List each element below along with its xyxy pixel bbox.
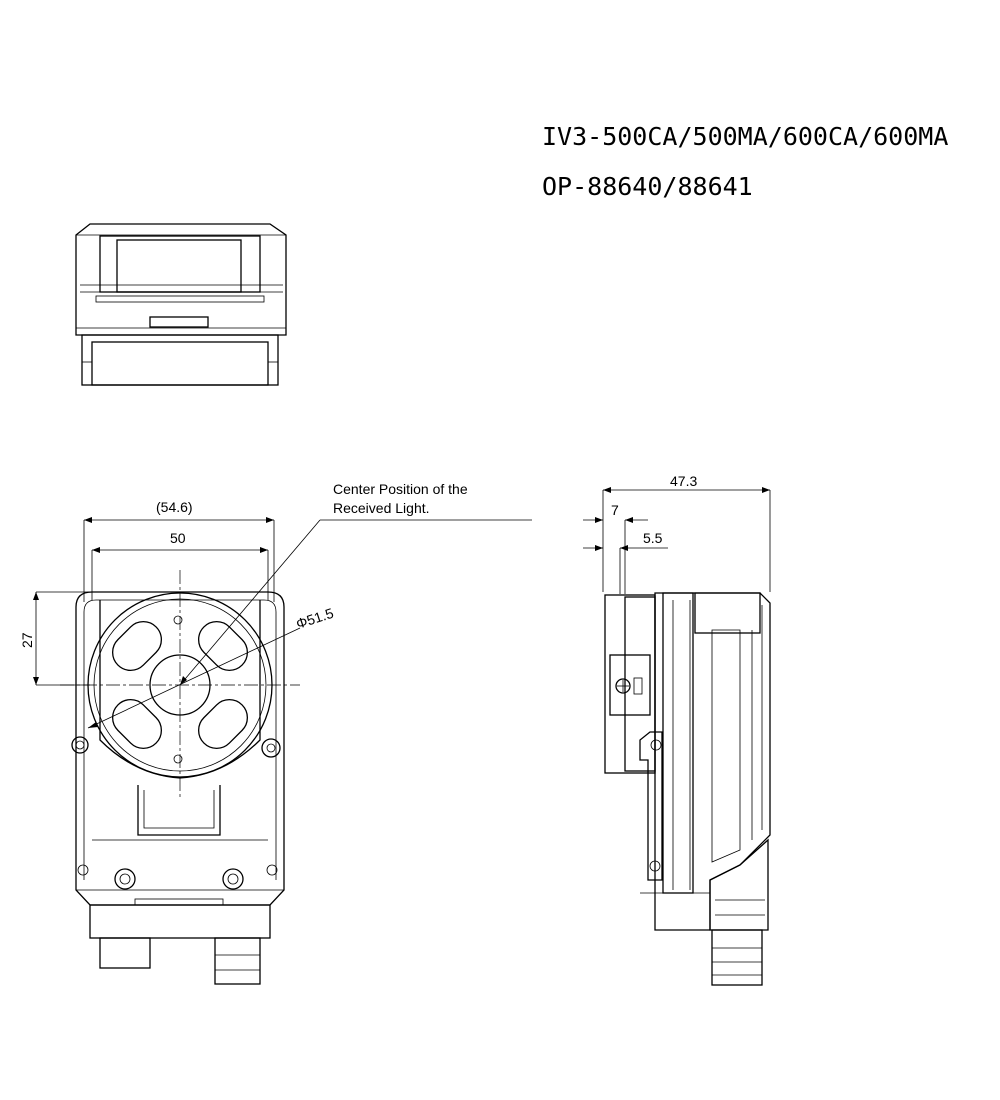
option-title: OP-88640/88641 — [542, 172, 753, 201]
side-view — [604, 592, 771, 986]
model-title: IV3-500CA/500MA/600CA/600MA — [542, 122, 949, 151]
dim-overall-width: (54.6) — [156, 499, 193, 515]
front-dimensions: (54.6) 50 27 Φ51.5 — [19, 499, 532, 729]
center-position-label-2: Received Light. — [333, 500, 430, 516]
dim-side-offset-5-5: 5.5 — [643, 530, 663, 546]
side-dimensions: 47.3 7 5.5 — [583, 473, 771, 594]
front-view — [60, 570, 300, 985]
dim-side-depth: 47.3 — [670, 473, 697, 489]
dim-height-offset: 27 — [19, 632, 35, 648]
dim-side-offset-7: 7 — [611, 502, 619, 518]
screw-head-icon — [71, 736, 281, 890]
dim-lens-diameter: Φ51.5 — [294, 605, 336, 632]
dim-width: 50 — [170, 530, 186, 546]
center-position-label-1: Center Position of the — [333, 481, 468, 497]
top-view — [75, 223, 287, 386]
